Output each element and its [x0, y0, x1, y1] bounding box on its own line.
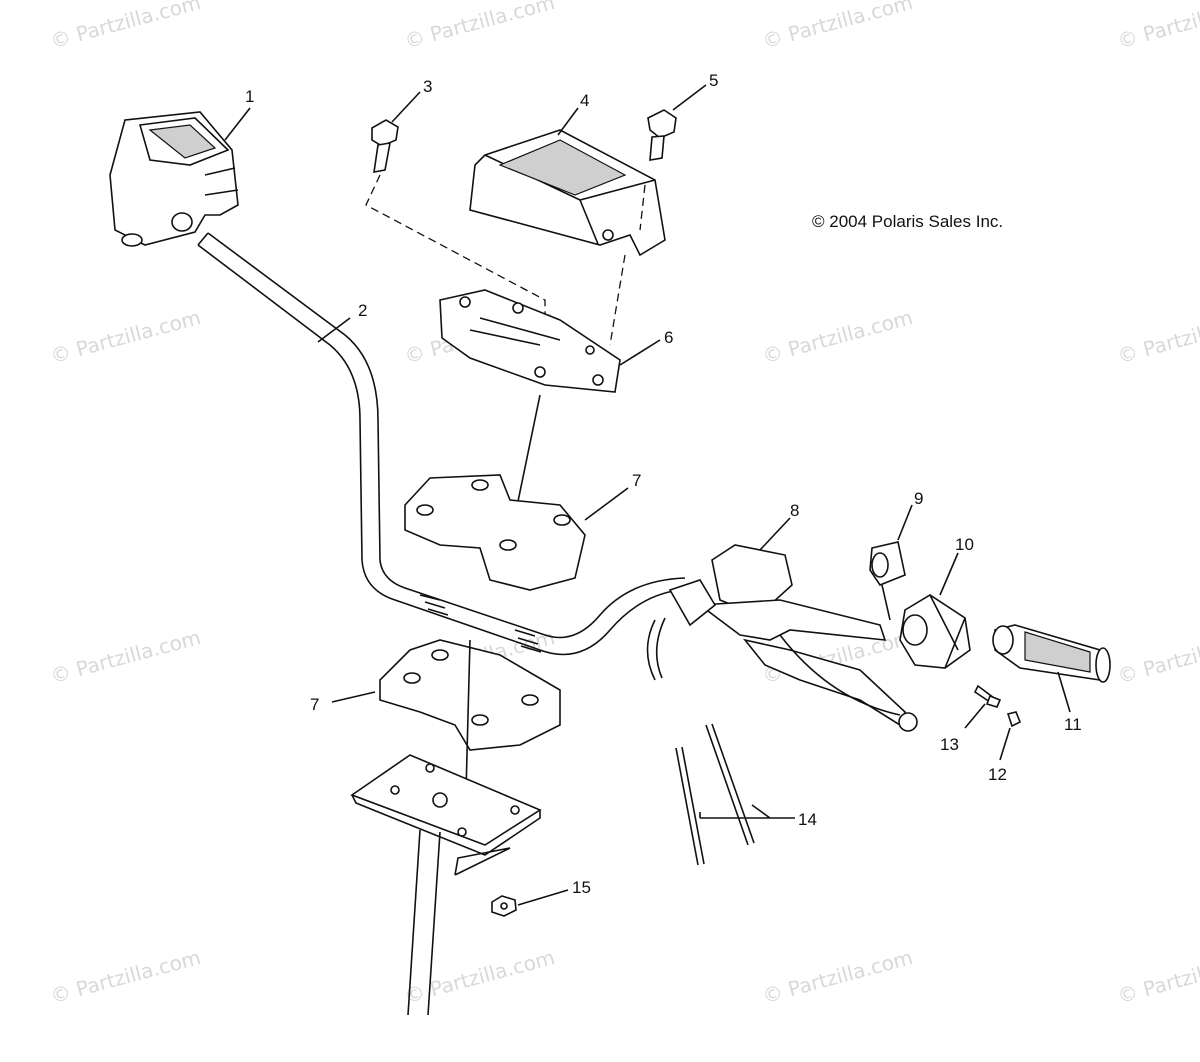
- plate-part: [439, 289, 621, 541]
- callout-label: 7: [632, 471, 641, 490]
- callout-label: 2: [358, 301, 367, 320]
- callout-label: 5: [709, 71, 718, 90]
- clamp-lower-part: [379, 639, 561, 831]
- callout-label: 9: [914, 489, 923, 508]
- pin-part: [1006, 711, 1022, 728]
- copyright-notice: © 2004 Polaris Sales Inc.: [812, 212, 1004, 231]
- callout-label: 14: [798, 810, 817, 829]
- grip-part: [992, 624, 1111, 683]
- steering-plate-part: [350, 754, 542, 1016]
- callout-label: 1: [245, 87, 254, 106]
- bolt-part: [365, 119, 546, 370]
- callout-label: 12: [988, 765, 1007, 784]
- switch-housing-part: [109, 111, 239, 247]
- leader-lines: [224, 84, 1071, 906]
- callout-label: 7: [310, 695, 319, 714]
- nut-part: [491, 895, 517, 917]
- bolt-part: [647, 109, 677, 161]
- throttle-housing-part: [899, 594, 971, 669]
- callout-label: 11: [1064, 715, 1082, 734]
- callout-label: 10: [955, 535, 974, 554]
- clamp-upper-part: [404, 474, 586, 591]
- bushing-part: [869, 541, 906, 621]
- callout-label: 3: [423, 77, 432, 96]
- callout-label: 4: [580, 91, 589, 110]
- handlebar-part: [197, 232, 686, 681]
- cover-part: [469, 129, 666, 346]
- cable-ties-part: [675, 723, 755, 866]
- callout-label: 15: [572, 878, 591, 897]
- callout-label: 6: [664, 328, 673, 347]
- callout-label: 8: [790, 501, 799, 520]
- master-cylinder-part: [668, 544, 918, 732]
- callout-label: 13: [940, 735, 959, 754]
- screw-part: [973, 684, 1002, 708]
